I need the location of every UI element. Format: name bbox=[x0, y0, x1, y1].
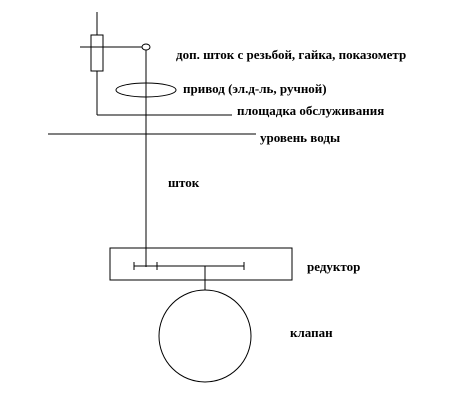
label-valve: клапан bbox=[290, 325, 333, 340]
gearbox-box bbox=[109, 247, 293, 281]
label-rod-extension: доп. шток с резьбой, гайка, показометр bbox=[176, 47, 407, 62]
label-rod: шток bbox=[168, 175, 200, 190]
label-actuator: привод (эл.д-ль, ручной) bbox=[183, 81, 327, 96]
valve-circle bbox=[158, 289, 252, 383]
rod-nut bbox=[141, 43, 151, 51]
label-service-platform: площадка обслуживания bbox=[237, 103, 385, 118]
indicator-gauge bbox=[90, 34, 104, 72]
label-water-level: уровень воды bbox=[260, 130, 341, 145]
label-gearbox: редуктор bbox=[307, 259, 361, 274]
